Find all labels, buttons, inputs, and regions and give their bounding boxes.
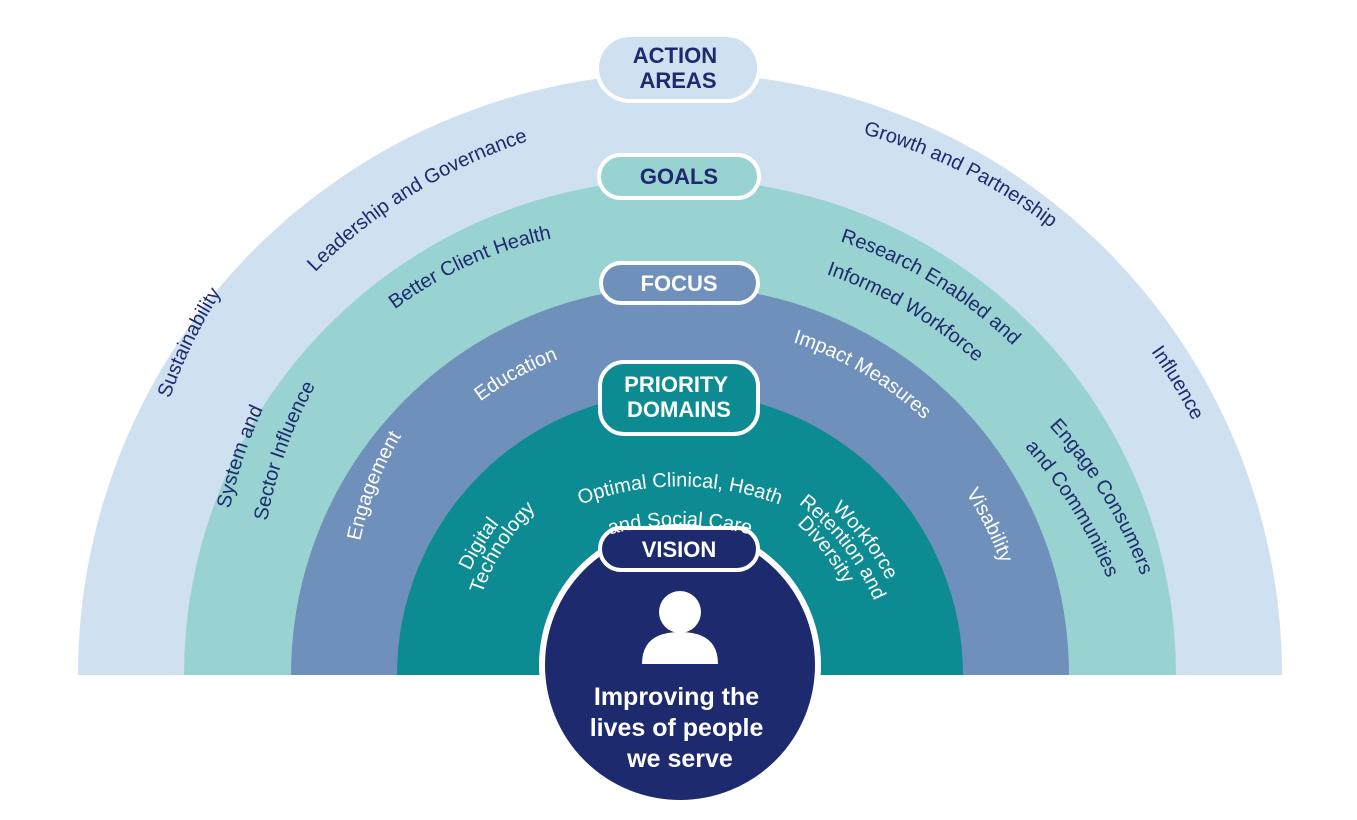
action-areas-title-line-2: AREAS	[639, 68, 716, 93]
focus-title: FOCUS	[641, 271, 718, 296]
priority-domains-title-line-1: PRIORITY	[624, 372, 728, 397]
vision-title: VISION	[642, 537, 717, 562]
focus-pill: FOCUS	[599, 261, 760, 305]
vision-pill: VISION	[598, 526, 760, 572]
priority-domains-title-line-2: DOMAINS	[627, 397, 731, 422]
svg-text:Improving the lives of peo: Improving the lives of people we serve	[590, 683, 771, 773]
vision-statement-line-3: we serve	[626, 745, 733, 773]
svg-text:ACTION AREAS: ACTION AREAS	[633, 43, 723, 93]
vision-statement-line-1: Improving the	[594, 683, 759, 711]
person-icon	[642, 591, 718, 664]
goals-pill: GOALS	[597, 153, 761, 200]
goals-title: GOALS	[640, 164, 718, 189]
action-areas-title-line-1: ACTION	[633, 43, 717, 68]
vision-statement-line-2: lives of people	[590, 714, 764, 742]
action-areas-pill: ACTION AREAS	[595, 33, 761, 103]
priority-domains-pill: PRIORITY DOMAINS	[598, 360, 760, 436]
svg-text:PRIORITY DOMAINS: PRIORITY DOMAINS	[624, 372, 734, 422]
